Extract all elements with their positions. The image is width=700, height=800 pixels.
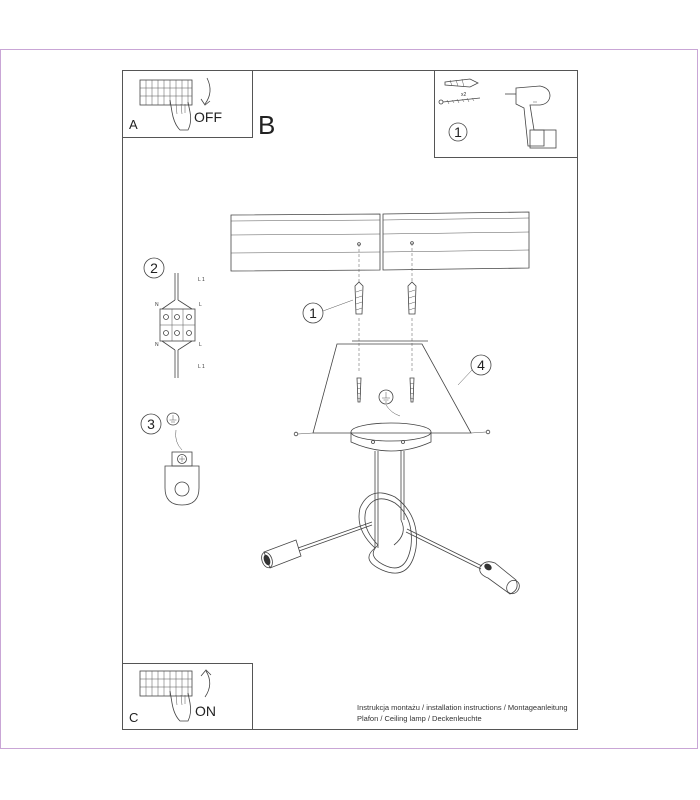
ground-terminal — [164, 451, 200, 506]
panel-c-letter: C — [129, 710, 139, 725]
panel-a-action: OFF — [194, 109, 222, 125]
callout-anchor-number: 1 — [309, 305, 317, 321]
lamp-canopy — [350, 422, 432, 452]
lamp-socket-right — [479, 561, 520, 595]
panel-b-letter: B — [258, 110, 276, 140]
screw-icon — [409, 377, 415, 403]
lamp-body — [297, 451, 483, 574]
hand-icon — [169, 690, 192, 722]
wall-plug-icon — [444, 78, 479, 88]
wire-label-n-top: N — [155, 302, 159, 308]
wire-label-n-bottom: N — [155, 342, 159, 348]
rotate-arrow-icon — [200, 77, 211, 106]
wire-label-l-top: L — [199, 302, 202, 308]
lamp-socket-left — [261, 539, 302, 569]
tools-step-number: 1 — [454, 124, 462, 140]
terminal-block-icon — [139, 670, 193, 697]
wire-label-l1-top: L 1 — [198, 277, 205, 283]
terminal-block-icon — [139, 79, 193, 106]
panel-power-on — [122, 663, 253, 730]
caption-line-2: Plafon / Ceiling lamp / Deckenleuchte — [357, 714, 482, 723]
panel-tools — [434, 70, 578, 158]
drill-icon — [505, 85, 557, 149]
screw-icon — [438, 97, 481, 105]
hand-icon — [169, 99, 192, 131]
terminal-block-icon — [159, 273, 196, 378]
screw-icon — [356, 377, 362, 403]
instruction-sheet — [122, 70, 578, 730]
rotate-arrow-icon — [200, 669, 212, 698]
page-frame — [0, 49, 698, 749]
ground-symbol-icon — [166, 412, 180, 426]
mounting-bracket — [293, 340, 491, 437]
wall-plug-icon — [354, 281, 364, 315]
wire-label-l1-bottom: L 1 — [198, 364, 205, 370]
wall-plug-icon — [407, 281, 417, 315]
mounting-guides — [357, 241, 414, 372]
ceiling-slab — [230, 211, 530, 272]
panel-power-off — [122, 70, 253, 138]
callout-canopy-number: 4 — [477, 357, 485, 373]
wire-label-l-bottom: L — [199, 342, 202, 348]
callout-connector-number: 2 — [150, 260, 158, 276]
ground-symbol-icon — [378, 389, 401, 417]
panel-a-letter: A — [129, 117, 138, 132]
tools-quantity: x2 — [461, 92, 467, 98]
callout-ground-number: 3 — [147, 416, 155, 432]
panel-c-action: ON — [195, 703, 216, 719]
caption-line-1: Instrukcja montażu / installation instru… — [357, 703, 568, 712]
